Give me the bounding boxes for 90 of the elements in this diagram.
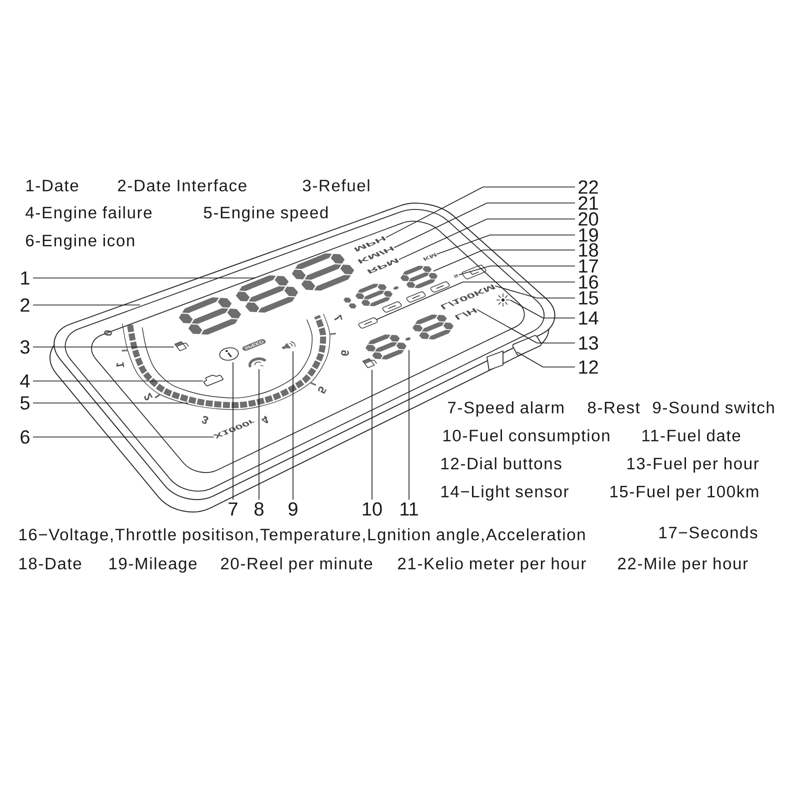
part-label: 16−Voltage,Throttle positison,Temperature,Lgnition angle,Acceleration [19, 528, 585, 544]
fuel-pump-icon [362, 358, 378, 368]
sun-icon [496, 293, 510, 307]
leader-line [32, 304, 140, 306]
leader-line [376, 282, 576, 320]
dial-number: 0 [104, 330, 112, 336]
leader-line [386, 186, 576, 238]
part-label: 1-Date [26, 180, 78, 192]
dial-number: 3 [202, 416, 208, 424]
leader-line [458, 266, 576, 276]
part-label: 7-Speed alarm [448, 401, 564, 417]
part-label: 22-Mile per hour [618, 557, 748, 573]
dial-number: 5 [318, 386, 326, 394]
callout-number: 7 [228, 502, 238, 516]
callout-number: 1 [21, 271, 30, 285]
leader-line [433, 250, 576, 272]
part-label: 15-Fuel per 100km [610, 485, 758, 501]
callout-number: 11 [400, 502, 418, 516]
part-label: 6-Engine icon [26, 234, 134, 250]
dial-number: 2 [144, 392, 153, 400]
callout-number: 14 [579, 311, 598, 325]
part-label: 21-Kelio meter per hour [398, 557, 586, 573]
leader-line [32, 380, 204, 382]
button-icon [382, 302, 402, 312]
segment-digit [355, 284, 393, 306]
callout-number: 3 [20, 340, 30, 354]
part-label: 19-Mileage [109, 557, 196, 573]
part-label: 14−Light sensor [441, 485, 568, 501]
callout-number: 16 [579, 275, 598, 289]
dial-number: 4 [261, 416, 268, 424]
callout-number: 12 [579, 360, 598, 374]
part-label: 5-Engine speed [204, 206, 328, 222]
part-label: 13-Fuel per hour [627, 457, 759, 473]
leader-line [292, 350, 294, 500]
engine-icon [203, 374, 224, 386]
leader-line [32, 346, 174, 348]
callout-number: 15 [579, 291, 598, 305]
callout-number: 22 [578, 180, 598, 194]
button-icon [358, 318, 378, 328]
leader-line [510, 300, 576, 318]
callout-number: 18 [579, 243, 598, 257]
callout-number: 9 [288, 502, 298, 516]
leader-line [516, 352, 576, 368]
part-label: 10-Fuel consumption [443, 429, 610, 445]
dial-number: 6 [341, 350, 349, 356]
leader-line [398, 218, 576, 260]
button-icon [406, 292, 426, 302]
part-label: 18-Date [19, 558, 82, 570]
leader-line [408, 350, 410, 500]
part-label: 4-Engine failure [26, 206, 152, 222]
callout-number: 8 [254, 502, 264, 516]
callout-number: 19 [579, 228, 598, 242]
arc-icon [248, 357, 266, 368]
segment-digit [292, 253, 354, 291]
part-label: 12-Dial buttons [441, 457, 562, 470]
leader-line [394, 202, 576, 248]
part-label: 11-Fuel date [642, 429, 740, 442]
callout-number: 6 [20, 430, 30, 444]
callout-number: 20 [578, 212, 598, 226]
callout-number: 4 [20, 374, 30, 388]
callout-number: 13 [579, 336, 598, 350]
callout-number: 17 [579, 259, 598, 273]
dial-number: 7 [334, 314, 342, 320]
leader-line [32, 436, 214, 438]
callout-number: 21 [578, 196, 598, 210]
info-icon [219, 347, 239, 361]
segment-digit [178, 297, 242, 335]
segment-digit [412, 314, 454, 340]
part-label: 2-Date Interface [118, 179, 246, 192]
part-label: 17−Seconds [659, 526, 758, 538]
leader-line [258, 368, 260, 500]
callout-number: 10 [362, 502, 382, 516]
speaker-icon [282, 341, 296, 350]
leader-line [436, 234, 576, 255]
part-label: 20-Reel per minute [221, 557, 372, 573]
leader-line [32, 402, 188, 404]
segment-digit [365, 334, 407, 360]
part-label: 8-Rest [588, 402, 640, 414]
fuel-pump-icon [174, 341, 190, 352]
callout-number: 5 [20, 396, 30, 410]
segment-digit [236, 275, 298, 313]
segment-digit [400, 266, 438, 288]
dial-number: 1 [116, 362, 124, 368]
segment-digit [344, 297, 356, 309]
leader-line [476, 309, 576, 344]
part-label: 9-Sound switch [652, 401, 774, 414]
callout-number: 2 [20, 298, 30, 312]
part-label: 3-Refuel [302, 179, 370, 192]
button-icon [462, 264, 486, 280]
leader-line [494, 286, 576, 298]
